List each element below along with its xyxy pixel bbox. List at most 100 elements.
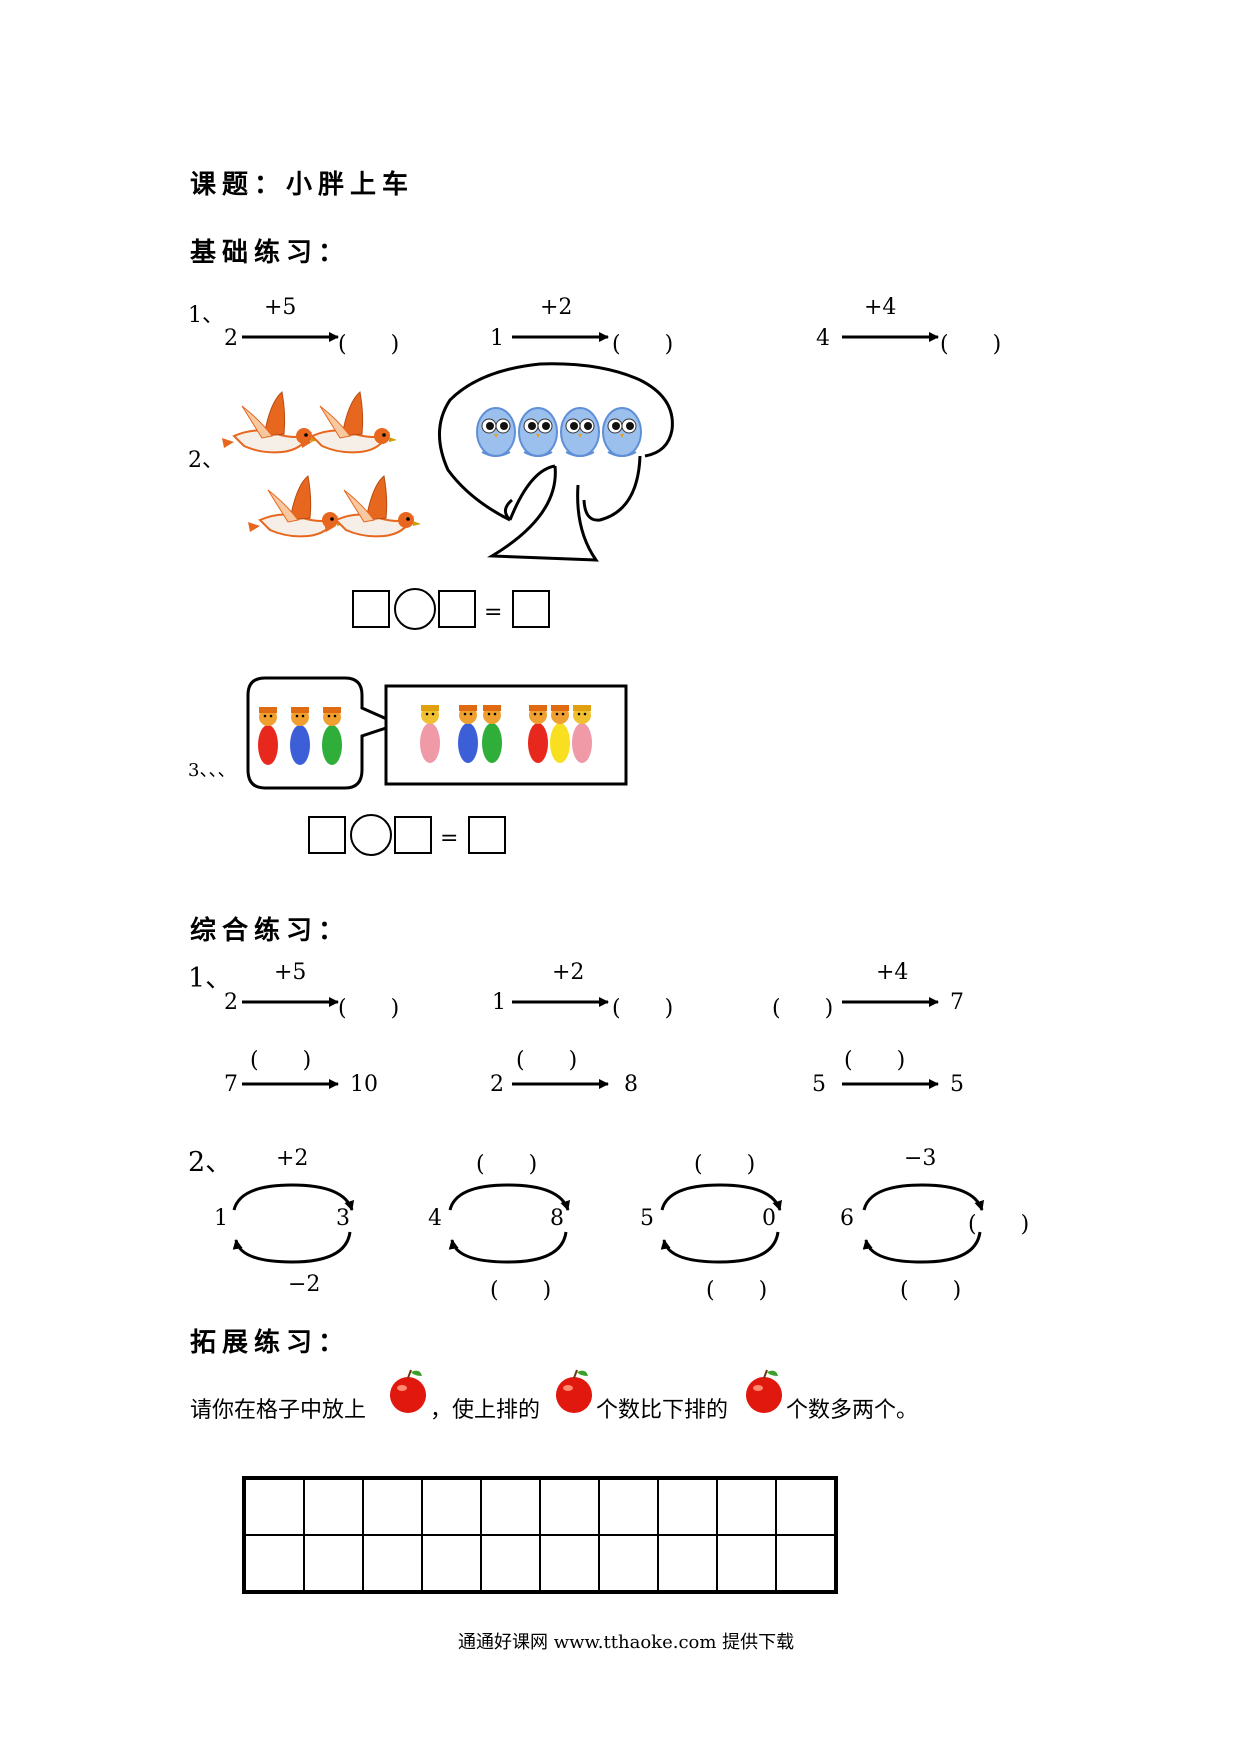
basic-q1-answer[interactable]: ( ) <box>338 332 400 357</box>
combined-q1-answer[interactable]: ( ) <box>338 996 400 1021</box>
section-extend-heading: 拓展练习： <box>190 1328 351 1358</box>
cycle-bottom-answer[interactable]: ( ) <box>706 1278 768 1303</box>
extend-text-4: 个数多两个。 <box>786 1398 919 1423</box>
basic-q2-label: 2、 <box>188 448 224 473</box>
cycle-left-number: 6 <box>840 1206 854 1231</box>
owl-image <box>518 407 558 457</box>
basic-q1-op: +5 <box>264 295 297 320</box>
combined-q1-to: 10 <box>350 1072 378 1097</box>
equals-sign: = <box>484 600 503 625</box>
basic-q3-label: 3、、、 <box>188 760 236 781</box>
cycle-bottom-answer[interactable]: ( ) <box>900 1278 962 1303</box>
cycle-arrows <box>232 1183 985 1264</box>
grid-cell[interactable] <box>775 1534 837 1593</box>
section-basic-heading: 基础练习： <box>190 238 351 268</box>
apple-icon <box>555 1369 593 1414</box>
cycle-right-number: 3 <box>336 1206 350 1231</box>
grid-cell[interactable] <box>657 1477 718 1536</box>
grid-cell[interactable] <box>421 1534 482 1593</box>
combined-q1-op: +2 <box>552 960 585 985</box>
grid-cell[interactable] <box>598 1477 659 1536</box>
peg-figure-blue <box>458 705 478 763</box>
combined-q1-to: 8 <box>624 1072 638 1097</box>
answer-box[interactable] <box>394 816 432 854</box>
combined-q1-op-answer[interactable]: ( ) <box>250 1048 312 1073</box>
grid-cell[interactable] <box>362 1477 423 1536</box>
operator-circle[interactable] <box>350 814 392 856</box>
combined-q1-to: 5 <box>950 1072 964 1097</box>
peg-figure-green <box>482 705 502 763</box>
answer-box[interactable] <box>512 590 550 628</box>
grid-cell[interactable] <box>480 1477 541 1536</box>
operator-circle[interactable] <box>394 588 436 630</box>
peg-figure-blue <box>290 707 310 765</box>
page-title: 课题：小胖上车 <box>190 170 415 200</box>
cycle-right-number: 8 <box>550 1206 564 1231</box>
combined-q1-label: 1、 <box>188 963 233 994</box>
cycle-top-answer[interactable]: ( ) <box>694 1152 756 1177</box>
answer-box[interactable] <box>438 590 476 628</box>
basic-q1-from: 4 <box>816 326 830 351</box>
combined-q1-op: +5 <box>274 960 307 985</box>
peg-figure-red <box>528 705 548 763</box>
peg-figure-pink <box>572 705 592 763</box>
basic-q1-from: 1 <box>490 326 504 351</box>
tree-image <box>438 362 674 562</box>
basic-q1-op: +4 <box>864 295 897 320</box>
combined-q1-op-answer[interactable]: ( ) <box>516 1048 578 1073</box>
combined-q2-label: 2、 <box>188 1147 233 1178</box>
cycle-top-op: +2 <box>276 1146 309 1171</box>
basic-q1-answer[interactable]: ( ) <box>612 332 674 357</box>
answer-box[interactable] <box>468 816 506 854</box>
grid-cell[interactable] <box>775 1477 837 1536</box>
answer-grid <box>242 1476 838 1594</box>
extend-text-2: ，使上排的 <box>430 1398 541 1423</box>
bird-image <box>323 475 422 538</box>
combined-q1-from: 5 <box>812 1072 826 1097</box>
section-combined-heading: 综合练习： <box>190 916 351 946</box>
basic-q1-label: 1、 <box>188 303 224 328</box>
grid-cell[interactable] <box>243 1534 305 1593</box>
basic-q1-answer[interactable]: ( ) <box>940 332 1002 357</box>
peg-figure-green <box>322 707 342 765</box>
footer-text: 通通好课网 www.tthaoke.com 提供下载 <box>458 1632 795 1653</box>
grid-cell[interactable] <box>657 1534 718 1593</box>
combined-q1-from: 1 <box>492 990 506 1015</box>
equals-sign: = <box>440 826 459 851</box>
cycle-left-number: 4 <box>428 1206 442 1231</box>
combined-q1-from: 2 <box>224 990 238 1015</box>
basic-q1-from: 2 <box>224 326 238 351</box>
grid-cell[interactable] <box>716 1477 777 1536</box>
cycle-bottom-answer[interactable]: ( ) <box>490 1278 552 1303</box>
grid-cell[interactable] <box>362 1534 423 1593</box>
cycle-right-number: 0 <box>762 1206 776 1231</box>
combined-q1-answer[interactable]: ( ) <box>772 996 834 1021</box>
apple-icon <box>389 1369 427 1414</box>
grid-cell[interactable] <box>716 1534 777 1593</box>
owl-image <box>476 407 516 457</box>
extend-text-1: 请你在格子中放上 <box>190 1398 367 1423</box>
grid-cell[interactable] <box>539 1534 600 1593</box>
basic-q1-op: +2 <box>540 295 573 320</box>
grid-cell[interactable] <box>598 1534 659 1593</box>
peg-figure-yellow <box>550 705 570 763</box>
combined-q1-op-answer[interactable]: ( ) <box>844 1048 906 1073</box>
owl-image <box>602 407 642 457</box>
grid-cell[interactable] <box>243 1477 305 1536</box>
combined-q1-answer[interactable]: ( ) <box>612 996 674 1021</box>
answer-box[interactable] <box>352 590 390 628</box>
combined-q1-op: +4 <box>876 960 909 985</box>
cycle-left-number: 5 <box>640 1206 654 1231</box>
cycle-right-answer[interactable]: ( ) <box>968 1212 1030 1237</box>
combined-q1-from: 2 <box>490 1072 504 1097</box>
grid-cell[interactable] <box>421 1477 482 1536</box>
combined-q1-from: 7 <box>224 1072 238 1097</box>
answer-box[interactable] <box>308 816 346 854</box>
grid-cell[interactable] <box>539 1477 600 1536</box>
cycle-top-answer[interactable]: ( ) <box>476 1152 538 1177</box>
apple-icon <box>745 1369 783 1414</box>
grid-cell[interactable] <box>480 1534 541 1593</box>
grid-cell[interactable] <box>303 1534 364 1593</box>
grid-cell[interactable] <box>303 1477 364 1536</box>
